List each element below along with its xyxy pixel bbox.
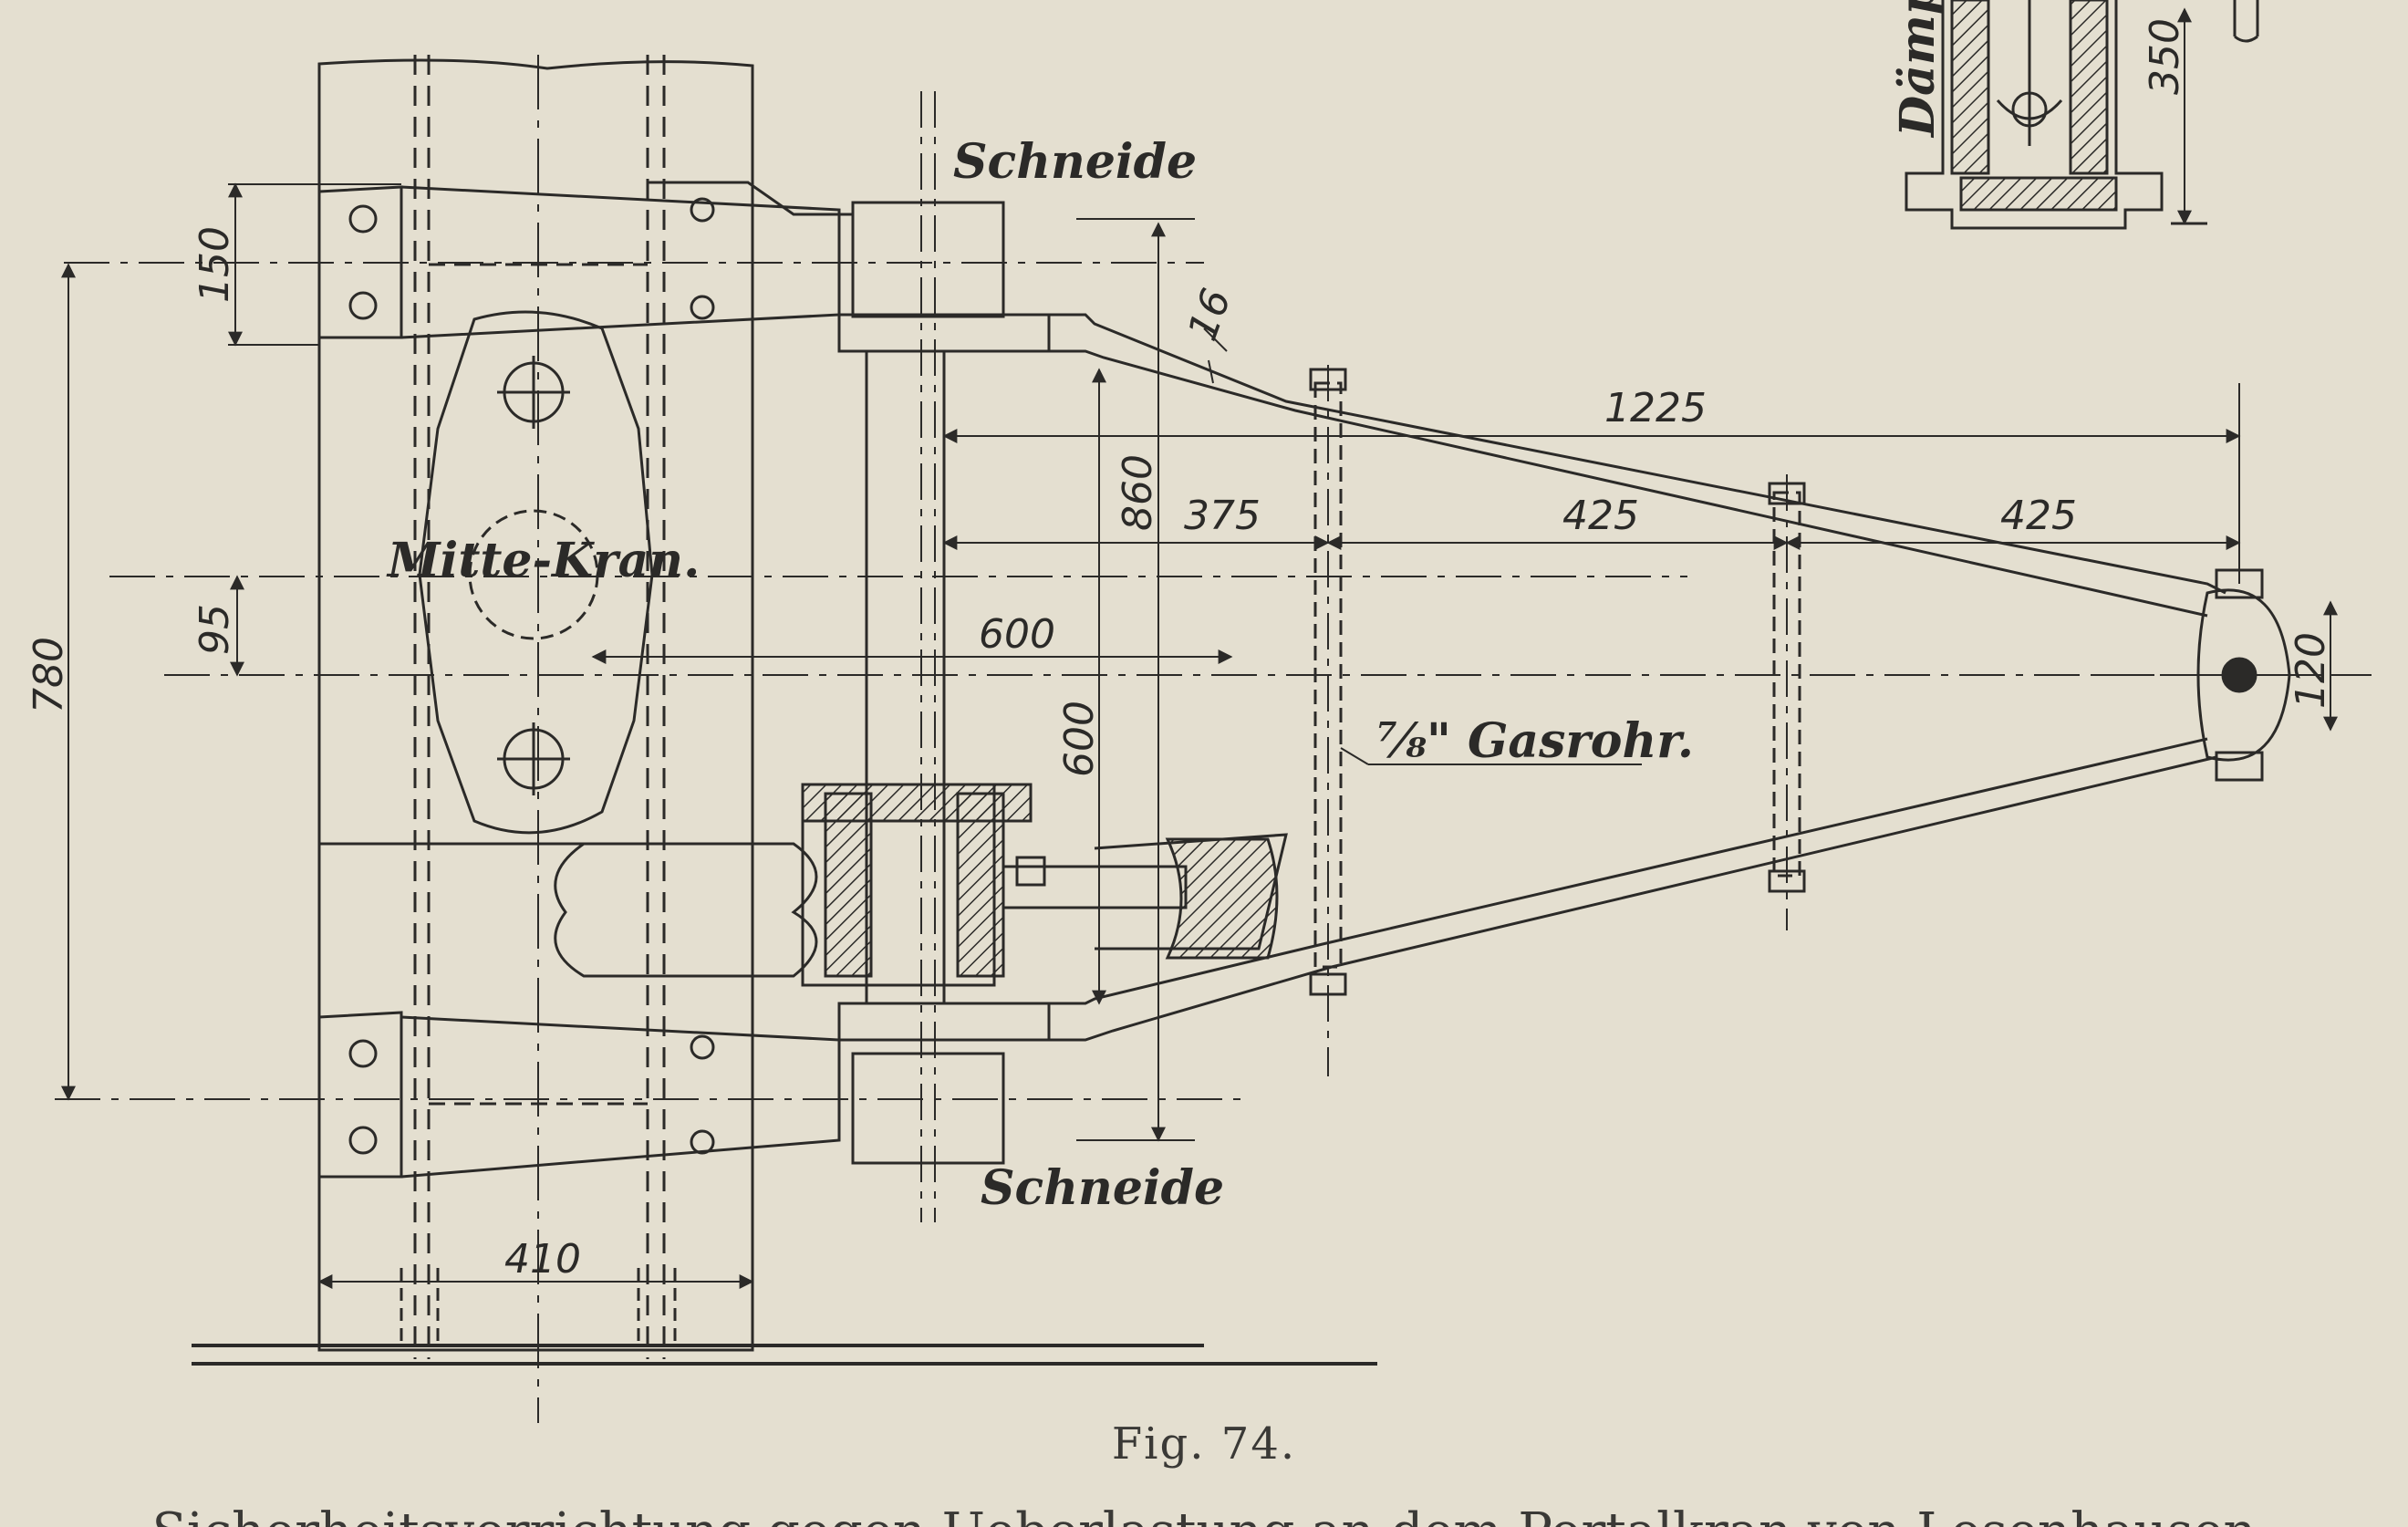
dim-text-425a: 425 xyxy=(1562,493,1639,539)
figure-number: Fig. 74. xyxy=(1111,1418,1297,1470)
dim-text-95: 95 xyxy=(192,604,238,655)
upper-tie-rod xyxy=(1003,313,2226,618)
dim-text-120: 120 xyxy=(2288,632,2334,709)
oval-mounting-plate xyxy=(418,310,654,835)
dim-text-410: 410 xyxy=(504,1236,581,1283)
spacer-tube-1 xyxy=(1309,365,1347,1076)
label-mitte-kran: Mitte-Kran. xyxy=(386,533,700,588)
dim-text-150: 150 xyxy=(192,226,238,303)
label-schneide-bottom: Schneide xyxy=(981,1160,1224,1216)
dim-text-600v: 600 xyxy=(1056,701,1103,777)
dim-text-1225: 1225 xyxy=(1604,385,1707,431)
damper-inset xyxy=(1905,0,2259,230)
dim-text-780: 780 xyxy=(26,637,72,713)
dim-text-350: 350 xyxy=(2142,18,2188,95)
dim-text-425b: 425 xyxy=(2000,493,2077,539)
lower-bracket xyxy=(317,1011,1005,1179)
dim-text-860: 860 xyxy=(1115,454,1161,531)
dim-text-16: 16 xyxy=(1179,283,1240,347)
upper-bracket xyxy=(317,181,1005,339)
crane-column xyxy=(192,55,1377,1423)
dim-text-375: 375 xyxy=(1184,493,1261,539)
label-gasrohr: ⅞" Gasrohr. xyxy=(1377,713,1694,769)
spacer-tube-2 xyxy=(1768,474,1806,930)
label-schneide-top: Schneide xyxy=(953,134,1197,190)
sheave-assembly xyxy=(538,783,1288,987)
figure-title: Sicherheitsvorrichtung gegen Ueberlastun… xyxy=(0,1496,2408,1527)
label-dampfer: Dämpf xyxy=(1890,0,1946,139)
dim-text-600h: 600 xyxy=(979,611,1055,658)
